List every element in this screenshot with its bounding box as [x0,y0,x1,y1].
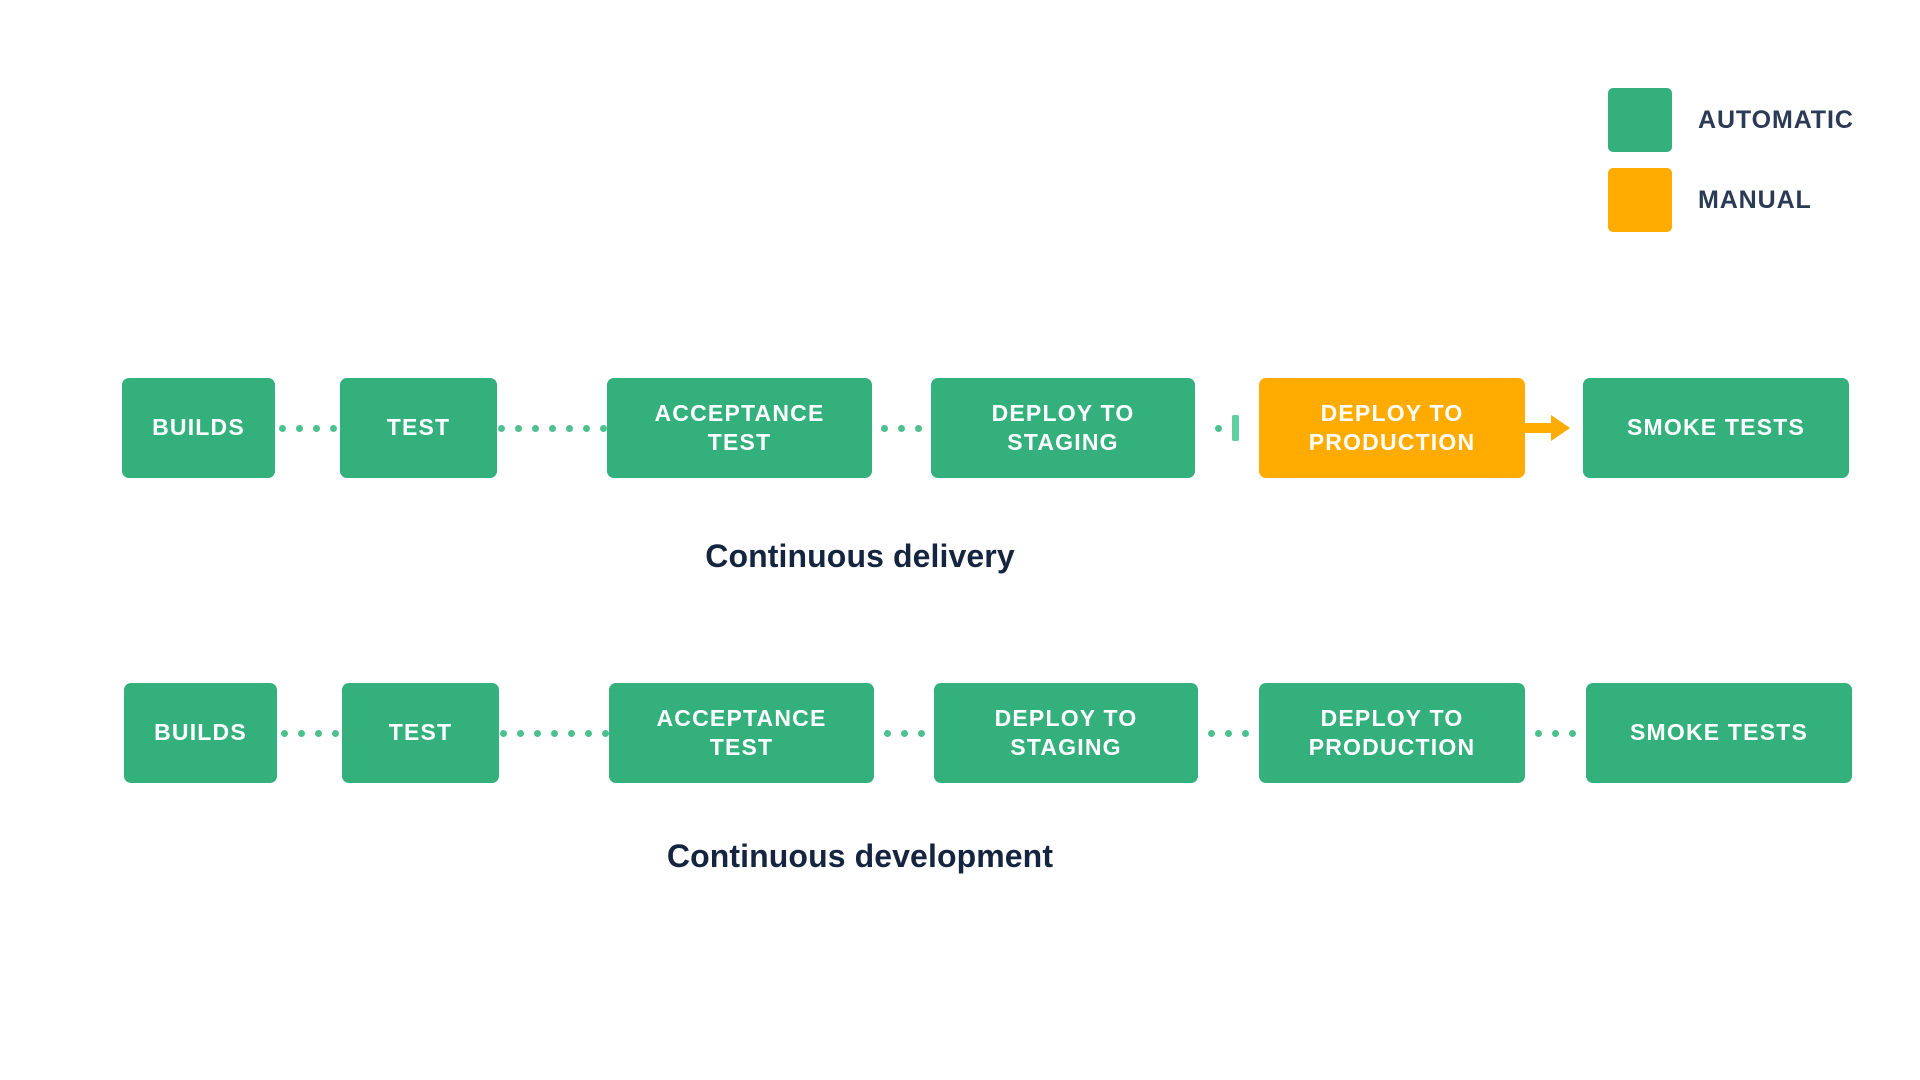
legend-item-automatic: AUTOMATIC [1608,88,1854,152]
connector-dot [295,424,303,432]
connector-dot [329,424,337,432]
connector-dot [550,729,558,737]
connector-dot [514,424,522,432]
connector-dot [297,729,305,737]
connector-arrow-manual-approval [1525,378,1583,478]
legend: AUTOMATIC MANUAL [1608,88,1854,248]
connector-dot [1535,729,1542,737]
connector-dots [1215,415,1239,441]
connector-dot [278,424,286,432]
stage-deploy-to-staging[interactable]: DEPLOY TO STAGING [934,683,1198,783]
connector-dotted-1 [277,683,342,783]
stage-smoke-tests[interactable]: SMOKE TESTS [1583,378,1849,478]
connector-dot [567,729,575,737]
connector-dot [881,424,888,432]
connector-dot [516,729,524,737]
stage-label: ACCEPTANCE TEST [654,399,825,455]
connector-dotted-2 [497,378,607,478]
connector-dots [278,424,337,432]
connector-dot [1242,729,1249,737]
connector-dotted-4 [1198,683,1259,783]
connector-dot [1215,424,1222,432]
connector-dots [883,729,925,737]
connector-dots [499,729,609,737]
connector-dot [601,729,609,737]
legend-swatch-manual [1608,168,1672,232]
stage-label: SMOKE TESTS [1629,719,1809,746]
arrow-head-icon [1551,415,1570,441]
legend-label-manual: MANUAL [1698,185,1812,214]
connector-dot [280,729,288,737]
stage-test[interactable]: TEST [342,683,499,783]
legend-swatch-automatic [1608,88,1672,152]
stage-deploy-to-production[interactable]: DEPLOY TO PRODUCTION [1259,683,1525,783]
connector-dot [584,729,592,737]
stage-label: DEPLOY TO STAGING [991,399,1135,455]
connector-dots [1208,729,1249,737]
connector-dot [548,424,556,432]
stage-builds[interactable]: BUILDS [122,378,275,478]
connector-dot [497,424,505,432]
connector-dotted-1 [275,378,340,478]
stage-deploy-to-production[interactable]: DEPLOY TO PRODUCTION [1259,378,1525,478]
connector-dots [280,729,339,737]
connector-clipped-dash [1232,415,1239,441]
legend-item-manual: MANUAL [1608,168,1854,232]
pipeline-caption-continuous-delivery: Continuous delivery [705,538,1015,574]
legend-label-automatic: AUTOMATIC [1698,105,1854,134]
stage-deploy-to-staging[interactable]: DEPLOY TO STAGING [931,378,1195,478]
connector-dot [533,729,541,737]
stage-label: BUILDS [152,414,245,441]
connector-dot [499,729,507,737]
stage-label: DEPLOY TO STAGING [994,704,1138,760]
connector-dots [497,424,607,432]
stage-acceptance-test[interactable]: ACCEPTANCE TEST [609,683,874,783]
connector-dot [917,729,925,737]
stage-label: TEST [388,719,453,746]
connector-dot [312,424,320,432]
stage-smoke-tests[interactable]: SMOKE TESTS [1586,683,1852,783]
stage-label: DEPLOY TO PRODUCTION [1308,704,1476,760]
stage-label: BUILDS [154,719,247,746]
connector-dot [582,424,590,432]
connector-dotted-5 [1525,683,1586,783]
connector-dotted-2 [499,683,609,783]
stage-label: SMOKE TESTS [1626,414,1806,441]
stage-builds[interactable]: BUILDS [124,683,277,783]
stage-test[interactable]: TEST [340,378,497,478]
arrow-shaft [1525,423,1551,433]
connector-dots [1535,729,1576,737]
connector-dot [599,424,607,432]
connector-dot [1552,729,1559,737]
stage-label: DEPLOY TO PRODUCTION [1308,399,1476,455]
connector-clipped-4 [1195,378,1259,478]
connector-dotted-3 [874,683,934,783]
pipeline-row-continuous-delivery: BUILDS TEST ACCEPTANCE TEST DEPLOY TO STAGI… [0,378,1920,478]
connector-dot [900,729,908,737]
pipeline-row-continuous-development: BUILDS TEST ACCEPTANCE TEST DEPLOY TO STAGI… [0,683,1920,783]
connector-dot [1225,729,1232,737]
connector-dot [1569,729,1576,737]
connector-dots [881,424,922,432]
connector-dot [883,729,891,737]
stage-acceptance-test[interactable]: ACCEPTANCE TEST [607,378,872,478]
stage-label: ACCEPTANCE TEST [656,704,827,760]
connector-dot [531,424,539,432]
stage-label: TEST [386,414,451,441]
connector-dot [565,424,573,432]
connector-dot [314,729,322,737]
connector-dot [1208,729,1215,737]
connector-dot [331,729,339,737]
connector-dot [915,424,922,432]
pipeline-caption-continuous-development: Continuous development [666,838,1054,874]
connector-dot [898,424,905,432]
connector-dotted-3 [872,378,931,478]
